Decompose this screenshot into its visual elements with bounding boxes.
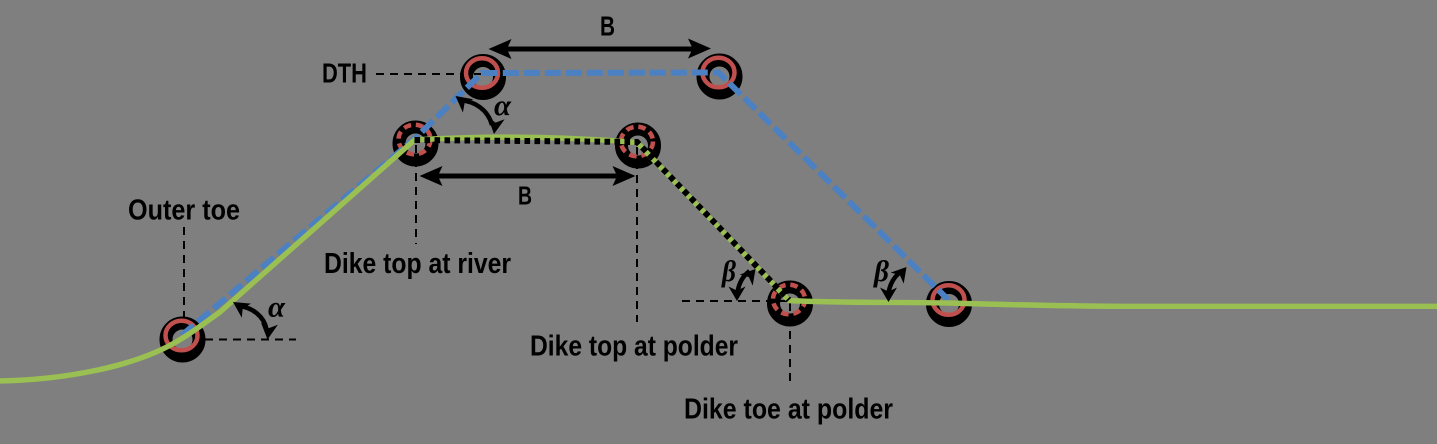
svg-text:α: α bbox=[268, 291, 285, 324]
svg-text:β: β bbox=[873, 255, 890, 288]
svg-text:Dike top at river: Dike top at river bbox=[324, 248, 511, 280]
svg-text:β: β bbox=[721, 255, 736, 288]
svg-text:Outer toe: Outer toe bbox=[128, 194, 240, 226]
svg-text:DTH: DTH bbox=[322, 58, 367, 89]
svg-text:B: B bbox=[600, 11, 615, 42]
svg-text:α: α bbox=[494, 89, 511, 122]
svg-text:Dike toe at polder: Dike toe at polder bbox=[684, 394, 893, 426]
svg-text:B: B bbox=[518, 181, 532, 211]
svg-text:Dike top at polder: Dike top at polder bbox=[530, 330, 738, 362]
